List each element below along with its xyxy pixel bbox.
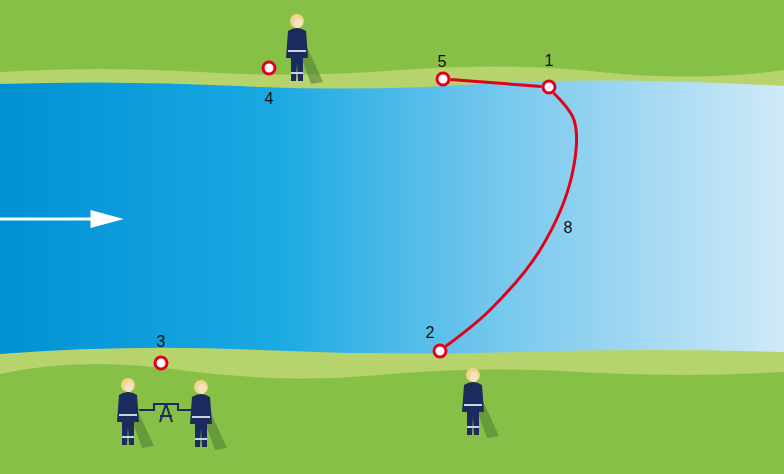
point-circle bbox=[434, 345, 446, 357]
callout-number: 5 bbox=[438, 54, 447, 70]
point-circle bbox=[155, 357, 167, 369]
point-marker bbox=[262, 61, 276, 75]
point-circle bbox=[543, 81, 555, 93]
point-marker bbox=[542, 80, 556, 94]
point-circle bbox=[437, 73, 449, 85]
rope-line bbox=[446, 93, 577, 346]
point-marker bbox=[436, 72, 450, 86]
point-marker bbox=[154, 356, 168, 370]
rope-point: 5 bbox=[436, 72, 450, 86]
anchor-device bbox=[139, 404, 192, 422]
rescuer-figure bbox=[117, 378, 154, 448]
callout-number: 4 bbox=[265, 91, 274, 107]
rope-point: 4 bbox=[262, 61, 276, 75]
callout-number: 8 bbox=[564, 220, 573, 236]
callout-number: 1 bbox=[545, 53, 554, 69]
callout-number: 3 bbox=[157, 334, 166, 350]
rope-point: 3 bbox=[154, 356, 168, 370]
rope-line bbox=[450, 80, 541, 87]
rescuer-figure bbox=[462, 368, 499, 438]
river bbox=[0, 80, 784, 354]
rope-point: 1 bbox=[542, 80, 556, 94]
rope-point: 2 bbox=[433, 344, 447, 358]
point-circle bbox=[263, 62, 275, 74]
rescuer-figure bbox=[286, 14, 323, 84]
current-arrow bbox=[0, 212, 118, 226]
point-marker bbox=[433, 344, 447, 358]
rescuer-figure bbox=[190, 380, 227, 450]
callout-number: 2 bbox=[426, 325, 435, 341]
